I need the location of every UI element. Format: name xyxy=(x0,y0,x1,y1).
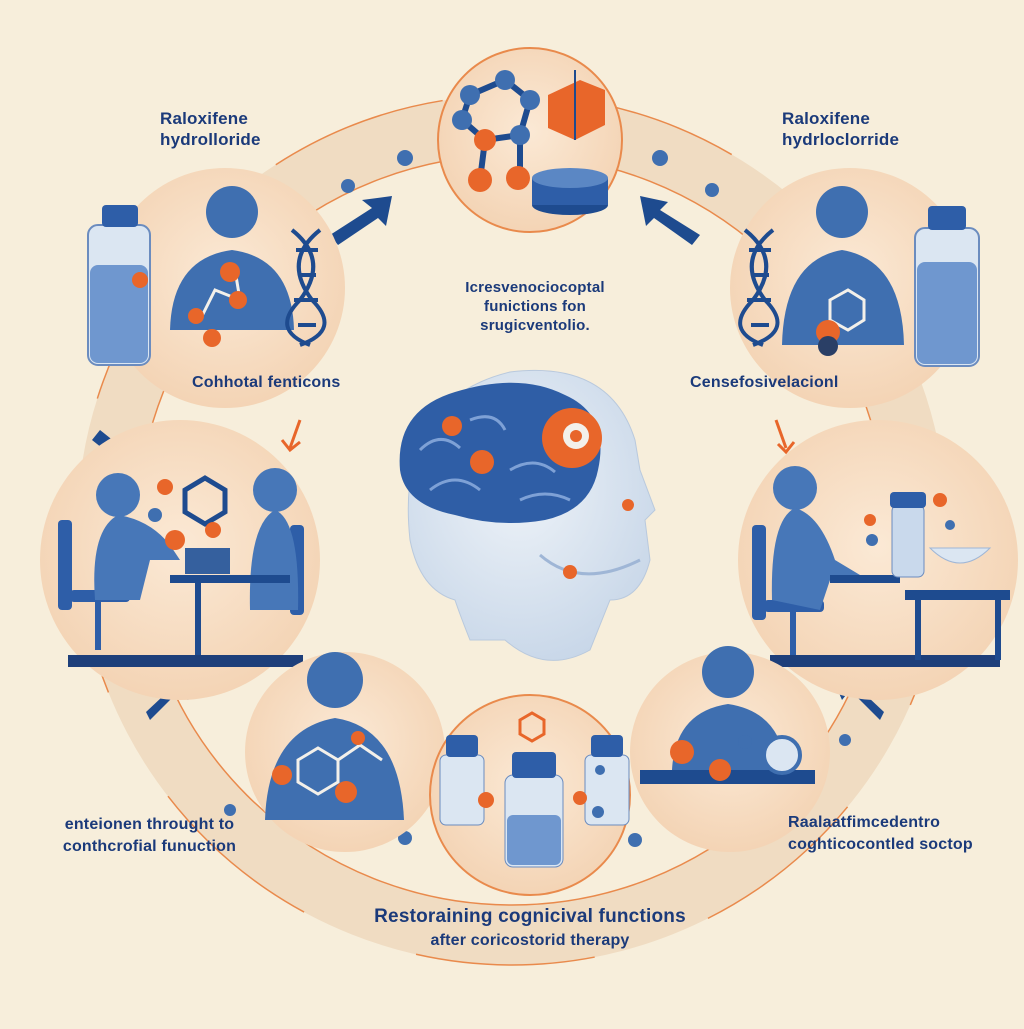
pill-disk-icon xyxy=(532,168,608,215)
left-upper-panel xyxy=(87,168,345,408)
dna-helix-icon xyxy=(285,228,327,347)
dna-helix-icon xyxy=(738,228,780,347)
cube-icon xyxy=(548,70,605,140)
right-lab-panel xyxy=(738,420,1018,700)
person-figure-icon xyxy=(94,468,299,610)
top-molecule-panel xyxy=(437,47,623,233)
person-figure-icon xyxy=(672,646,786,770)
center-head xyxy=(399,369,656,661)
left-lab-panel xyxy=(40,420,320,700)
bottom-left-panel xyxy=(245,652,445,852)
person-figure-icon xyxy=(265,652,404,820)
molecule-icon xyxy=(452,70,540,192)
right-upper-panel xyxy=(730,168,980,408)
medicine-bottle-icon xyxy=(87,205,151,366)
bowl-icon xyxy=(928,547,992,564)
medicine-bottle-icon xyxy=(914,206,980,367)
bottom-right-panel xyxy=(630,646,830,852)
jaw-icon xyxy=(539,553,641,576)
molecule-icon xyxy=(828,288,866,332)
chair-icon xyxy=(752,525,824,655)
medicine-bottle-icon xyxy=(890,492,926,578)
molecule-icon xyxy=(148,475,228,550)
label-mid-left: Cohhotal fenticons xyxy=(192,374,341,391)
desk-icon xyxy=(170,575,290,583)
molecule-icon xyxy=(296,743,383,796)
person-figure-icon xyxy=(771,466,860,610)
desk-icon xyxy=(770,655,1000,667)
person-figure-icon xyxy=(782,186,904,345)
arrow-icon xyxy=(280,419,796,455)
desk-icon xyxy=(905,590,1010,660)
desk-icon xyxy=(68,655,303,667)
bottom-center-panel xyxy=(429,694,631,896)
label-mid-right: Censefosivelacionl xyxy=(690,374,839,391)
molecule-icon xyxy=(198,269,242,321)
